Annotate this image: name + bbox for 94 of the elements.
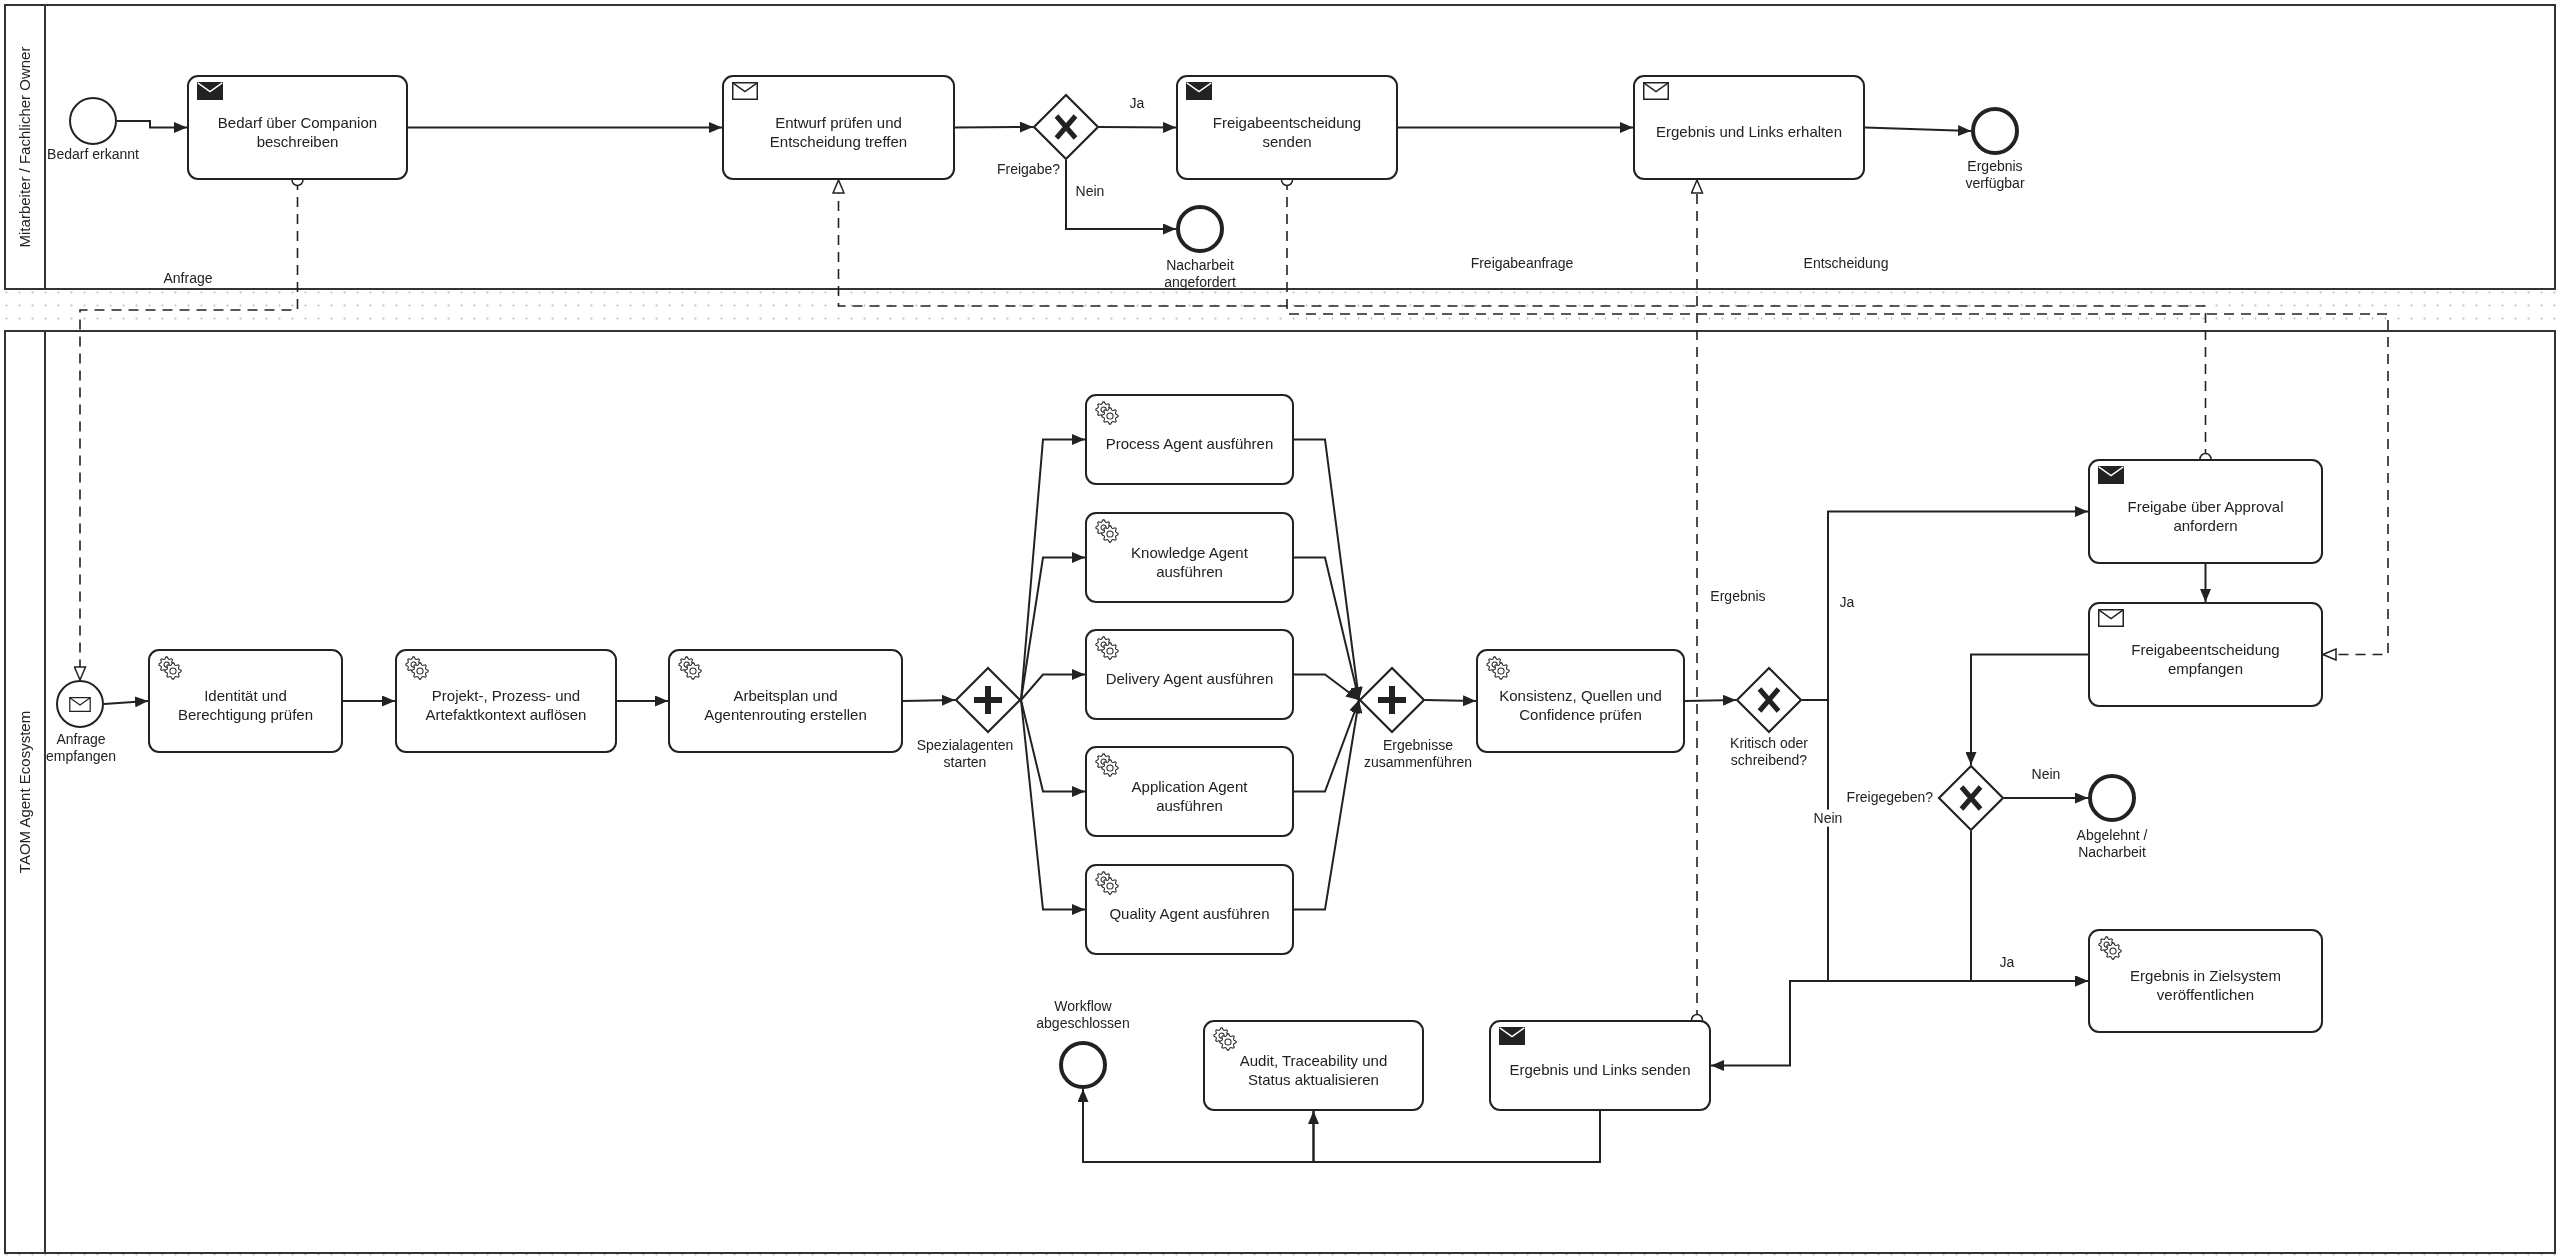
sequence-flow-arrow (2200, 563, 2211, 603)
task-box (1489, 1020, 1711, 1111)
edge-label: Anfrage (161, 269, 215, 287)
gateway-diamond (1938, 765, 2004, 831)
swimlane (4, 4, 2556, 290)
task-label: Ergebnis und Links senden (1508, 1061, 1692, 1080)
task-box (2088, 602, 2323, 707)
lane-label: Mitarbeiter / Fachlicher Owner (16, 46, 34, 248)
sequence-flow-arrow (1065, 159, 1177, 235)
task-label: Identität und Berechtigung prüfen (176, 687, 315, 725)
edge-label: Freigabeanfrage (1468, 254, 1576, 272)
edge-label: Nein (1811, 809, 1845, 827)
end-event-circle (1176, 205, 1224, 253)
sequence-flow-arrow (1020, 699, 1086, 915)
sequence-flow-arrow (1424, 695, 1477, 707)
end-event-circle (2088, 774, 2136, 822)
task-box (395, 649, 617, 753)
sequence-flow-arrow (1293, 699, 1360, 793)
sequence-flow-arrow (2003, 792, 2089, 804)
lane-label: TAOM Agent Ecosystem (16, 710, 34, 874)
task-label: Entwurf prüfen und Entscheidung treffen (768, 113, 909, 152)
task-label: Audit, Traceability und Status aktualisieren (1238, 1051, 1389, 1090)
task-box (668, 649, 903, 753)
gateway-label: Spezialagenten starten (915, 737, 1015, 771)
task-box (1085, 629, 1294, 720)
sequence-flow-arrow (1293, 556, 1362, 701)
gateway-label: Freigabe? (995, 161, 1060, 178)
gateway-label: Ergebnisse zusammenführen (1362, 737, 1474, 771)
task-label: Konsistenz, Quellen und Confidence prüfen (1498, 687, 1663, 725)
task-label: Freigabe über Approval anfordern (2126, 497, 2285, 536)
event-label: Bedarf erkannt (46, 146, 140, 163)
task-label: Arbeitsplan und Agentenrouting erstellen (703, 687, 868, 725)
sequence-flow-arrow (1293, 673, 1360, 701)
sequence-flow-arrow (1397, 122, 1634, 133)
task-box (1085, 746, 1294, 837)
task-box (1085, 394, 1294, 485)
task-label: Bedarf über Companion beschreiben (216, 113, 379, 152)
task-label: Projekt-, Prozess- und Artefaktkontext auflösen (424, 687, 588, 725)
sequence-flow-arrow (1020, 699, 1086, 797)
swimlane (4, 330, 2556, 1254)
sequence-flow-arrow (616, 695, 669, 707)
sequence-flow-arrow (1308, 1110, 1601, 1163)
task-box (187, 75, 408, 180)
task-box (1085, 512, 1294, 603)
sequence-flow-arrow (1098, 121, 1177, 133)
sequence-flow-arrow (1864, 125, 1972, 137)
sequence-flow-arrow (1077, 1088, 1315, 1163)
task-label: Process Agent ausführen (1104, 435, 1275, 454)
task-box (1633, 75, 1865, 180)
gateway-diamond (955, 667, 1021, 733)
sequence-flow-arrow (1020, 552, 1086, 701)
gateway-label: Kritisch oder schreibend? (1729, 735, 1809, 769)
task-box (148, 649, 343, 753)
sequence-flow-arrow (1293, 438, 1363, 701)
gateway-diamond (1359, 667, 1425, 733)
task-label: Knowledge Agent ausführen (1130, 543, 1249, 582)
sequence-flow-arrow (1293, 699, 1363, 911)
edge-label: Entscheidung (1801, 254, 1891, 272)
sequence-flow-arrow (1965, 653, 2089, 766)
task-box (1203, 1020, 1424, 1111)
sequence-flow-arrow (103, 696, 149, 708)
sequence-flow-arrow (1684, 694, 1737, 706)
task-box (2088, 459, 2323, 564)
sequence-flow-arrow (902, 694, 956, 706)
event-label: Anfrage empfangen (44, 731, 118, 765)
sequence-flow-arrow (342, 695, 396, 707)
task-label: Quality Agent ausführen (1108, 905, 1271, 924)
event-label: Nacharbeit angefordert (1163, 257, 1237, 291)
task-label: Ergebnis und Links erhalten (1655, 123, 1843, 142)
end-event-circle (1059, 1041, 1107, 1089)
task-box (1476, 649, 1685, 753)
task-box (1176, 75, 1398, 180)
event-label: Workflow abgeschlossen (1035, 998, 1131, 1032)
gateway-diamond (1033, 94, 1099, 160)
edge-label: Ergebnis (1708, 587, 1768, 605)
event-label: Ergebnis verfügbar (1964, 158, 2026, 192)
gateway-label: Freigegeben? (1845, 789, 1933, 806)
message-start-event-circle (56, 680, 104, 728)
sequence-flow-arrow (116, 120, 188, 133)
task-label: Ergebnis in Zielsystem veröffentlichen (2129, 967, 2282, 1005)
event-label: Abgelehnt / Nacharbeit (2075, 827, 2149, 861)
sequence-flow-arrow (407, 122, 723, 133)
sequence-flow-arrow (1020, 669, 1086, 701)
task-label: Freigabeentscheidung senden (1211, 113, 1363, 152)
task-box (722, 75, 955, 180)
task-box (2088, 929, 2323, 1033)
start-event-circle (69, 97, 117, 145)
task-box (1085, 864, 1294, 955)
gateway-diamond (1736, 667, 1802, 733)
end-event-circle (1971, 107, 2019, 155)
sequence-flow-arrow (954, 121, 1034, 133)
task-label: Application Agent ausführen (1130, 777, 1249, 816)
task-label: Freigabeentscheidung empfangen (2130, 640, 2281, 679)
task-label: Delivery Agent ausführen (1104, 670, 1275, 689)
